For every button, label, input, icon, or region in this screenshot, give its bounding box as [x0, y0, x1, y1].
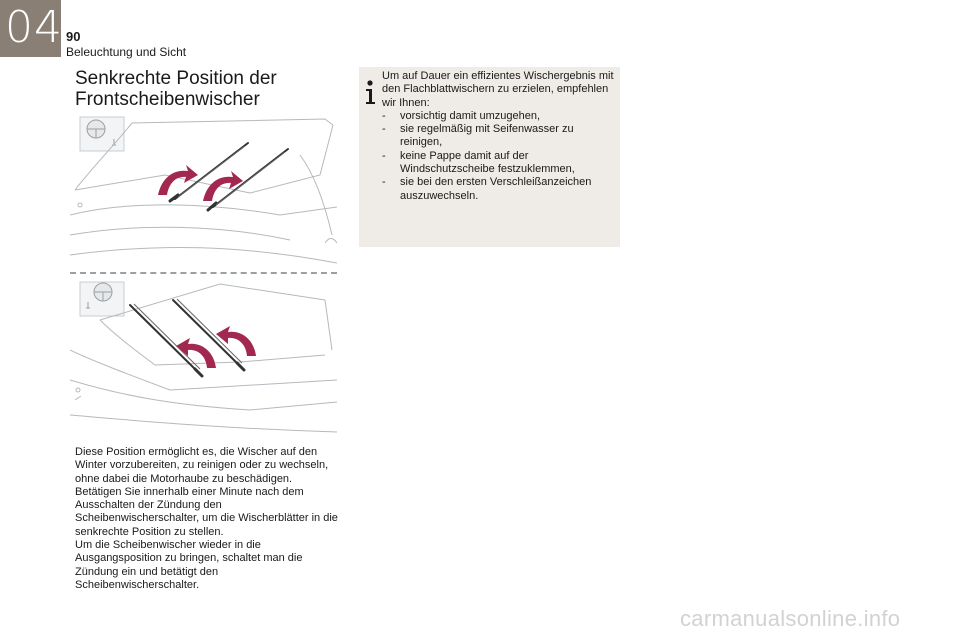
wipers-parked-illustration [70, 116, 337, 264]
section-title: Beleuchtung und Sicht [66, 45, 187, 59]
figure-divider [70, 272, 337, 274]
info-intro: Um auf Dauer ein effizientes Wischergebn… [382, 70, 614, 109]
list-item-text: sie bei den ersten Verschleißanzeichen a… [400, 176, 592, 202]
list-item-text: sie regelmäßig mit Seifenwasser zu reini… [400, 123, 574, 149]
list-bullet: - [382, 123, 386, 136]
list-item: - vorsichtig damit umzugehen, [382, 110, 614, 123]
list-item: - keine Pappe damit auf der Windschutzsch… [382, 150, 614, 177]
list-item: - sie bei den ersten Verschleißanzeichen … [382, 176, 614, 203]
page-heading: Senkrechte Position der Frontscheibenwis… [75, 68, 277, 110]
paragraph: Um die Scheibenwischer wieder in die Aus… [75, 539, 303, 591]
info-text: Um auf Dauer ein effizientes Wischergebn… [382, 70, 614, 203]
main-body-text: Diese Position ermöglicht es, die Wische… [75, 446, 345, 592]
list-item: - sie regelmäßig mit Seifenwasser zu rein… [382, 123, 614, 150]
list-bullet: - [382, 149, 386, 162]
wipers-vertical-illustration [70, 281, 337, 433]
list-bullet: - [382, 176, 386, 189]
chapter-tab: 04 [0, 0, 63, 57]
page-number: 90 [66, 29, 81, 44]
recommendation-list: - vorsichtig damit umzugehen, - sie regelm… [382, 110, 614, 203]
info-icon [366, 80, 375, 104]
list-item-text: keine Pappe damit auf der Windschutzsche… [400, 149, 575, 176]
chapter-number: 04 [5, 2, 63, 53]
info-box [359, 67, 620, 247]
paragraph: Betätigen Sie innerhalb einer Minute nac… [75, 485, 338, 538]
list-item-text: vorsichtig damit umzugehen, [400, 109, 541, 122]
list-bullet: - [382, 109, 386, 122]
watermark: carmanualsonline.info [680, 606, 901, 631]
paragraph: Diese Position ermöglicht es, die Wische… [75, 446, 329, 485]
